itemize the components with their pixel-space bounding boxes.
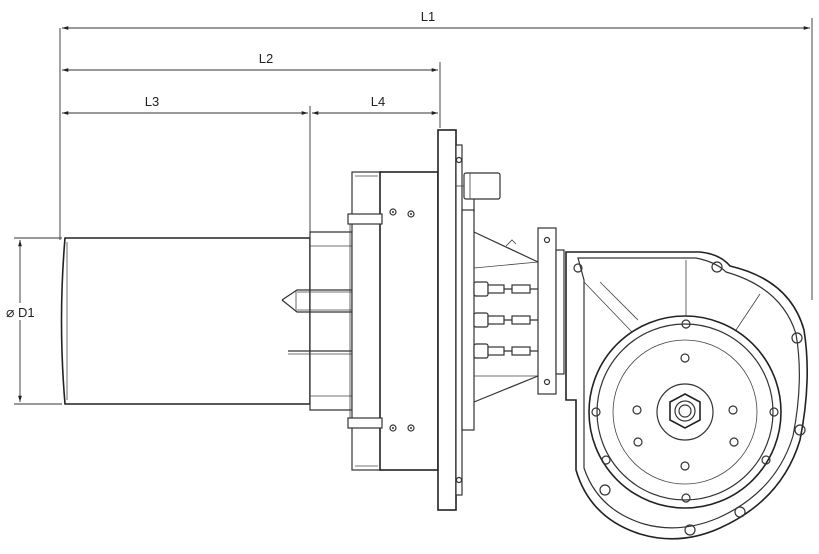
dimension-label-l1: L1 — [421, 9, 435, 24]
dimension-label-l4: L4 — [371, 94, 385, 109]
motor-shaft — [669, 393, 701, 429]
fan-mount-plate — [537, 227, 565, 395]
dimension-l3-l4: L3 L4 — [62, 94, 438, 240]
nozzle-assembly — [281, 289, 352, 355]
electrode-rods — [473, 231, 540, 403]
dimension-label-l3: L3 — [145, 94, 159, 109]
dimension-l2: L2 — [62, 51, 441, 128]
diameter-symbol: ⌀ — [6, 304, 14, 320]
combustion-tube — [60, 237, 311, 405]
dimension-label-d1: D1 — [18, 305, 35, 320]
burner-housing — [347, 171, 439, 471]
dimension-d1: ⌀ D1 — [4, 237, 62, 405]
blast-tube-extension — [309, 231, 353, 411]
dimension-label-l2: L2 — [259, 51, 273, 66]
mounting-flange — [437, 129, 475, 511]
flame-sensor — [456, 172, 501, 212]
dimension-l1: L1 — [59, 9, 813, 300]
